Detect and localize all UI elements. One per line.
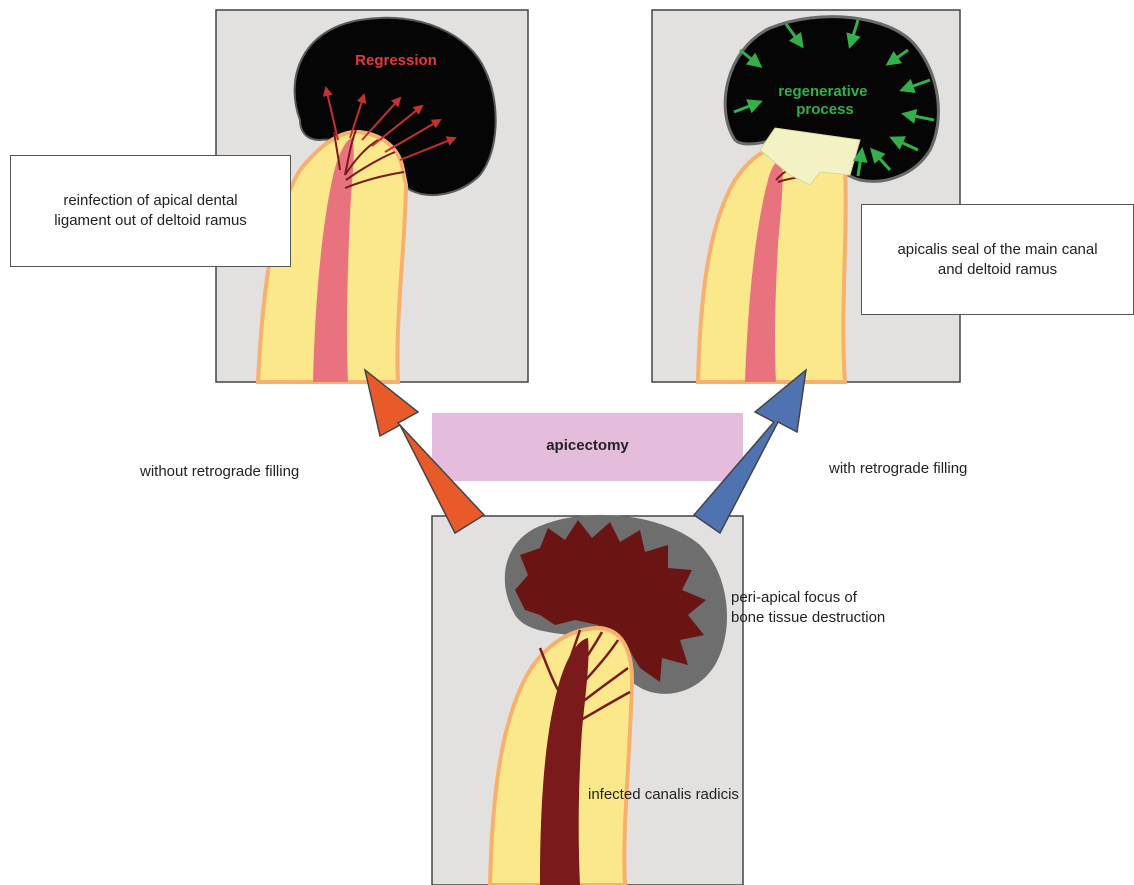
arrow-without-retrograde — [365, 370, 484, 533]
apicalis-seal-text: apicalis seal of the main canal and delt… — [897, 240, 1097, 280]
reinfection-callout: reinfection of apical dental ligament ou… — [10, 155, 291, 267]
regression-label: Regression — [355, 52, 437, 69]
reinfection-text: reinfection of apical dental ligament ou… — [54, 191, 247, 231]
bottom-panel — [432, 515, 743, 885]
infected-canal-label: infected canalis radicis — [588, 785, 739, 805]
without-retrograde-label: without retrograde filling — [140, 462, 299, 482]
arrow-with-retrograde — [694, 370, 806, 533]
apicalis-seal-callout: apicalis seal of the main canal and delt… — [861, 204, 1134, 315]
peri-apical-focus-label: peri-apical focus of bone tissue destruc… — [731, 588, 885, 628]
right-panel: regenerative process — [652, 10, 960, 382]
with-retrograde-label: with retrograde filling — [829, 459, 967, 479]
